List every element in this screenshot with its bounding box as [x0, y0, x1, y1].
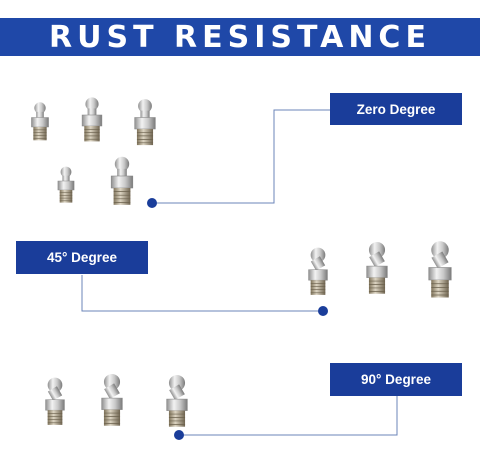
- zero-degree-fitting: [30, 101, 50, 141]
- zero-degree-fitting: [110, 156, 134, 206]
- zero-degree-fitting: [134, 98, 156, 146]
- ninety-degree-dot: [174, 430, 184, 440]
- forty-five-degree-fitting: [428, 240, 452, 299]
- forty-five-degree-label: 45° Degree: [16, 241, 148, 274]
- ninety-degree-fitting: [45, 377, 65, 426]
- forty-five-degree-fitting: [308, 247, 328, 296]
- zero-degree-fitting: [57, 166, 75, 204]
- ninety-degree-fitting: [101, 373, 123, 427]
- ninety-degree-label: 90° Degree: [330, 363, 462, 396]
- zero-degree-label: Zero Degree: [330, 93, 462, 125]
- title-banner: RUST RESISTANCE: [0, 18, 480, 56]
- forty-five-degree-fitting: [366, 241, 388, 295]
- forty-five-degree-connector: [81, 275, 322, 312]
- zero-degree-dot: [147, 198, 157, 208]
- ninety-degree-connector: [180, 396, 398, 436]
- zero-degree-connector: [153, 109, 330, 204]
- ninety-degree-fitting: [166, 374, 188, 428]
- banner-title: RUST RESISTANCE: [49, 19, 431, 55]
- zero-degree-fitting: [81, 96, 103, 142]
- forty-five-degree-dot: [318, 306, 328, 316]
